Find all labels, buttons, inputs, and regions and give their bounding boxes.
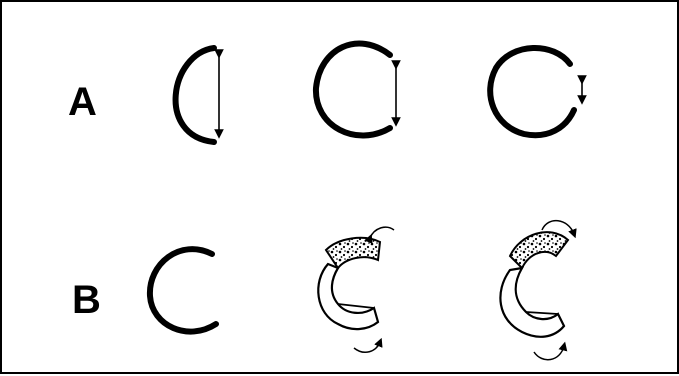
ribbon-b3: [500, 221, 574, 360]
ribbon-b2: [318, 227, 394, 352]
arc-a3: [490, 48, 574, 135]
row-b-shapes: [150, 221, 574, 360]
arc-a2: [316, 44, 390, 136]
row-a-shapes: [176, 44, 582, 142]
arc-a1: [176, 48, 214, 142]
arc-b1: [150, 249, 216, 331]
